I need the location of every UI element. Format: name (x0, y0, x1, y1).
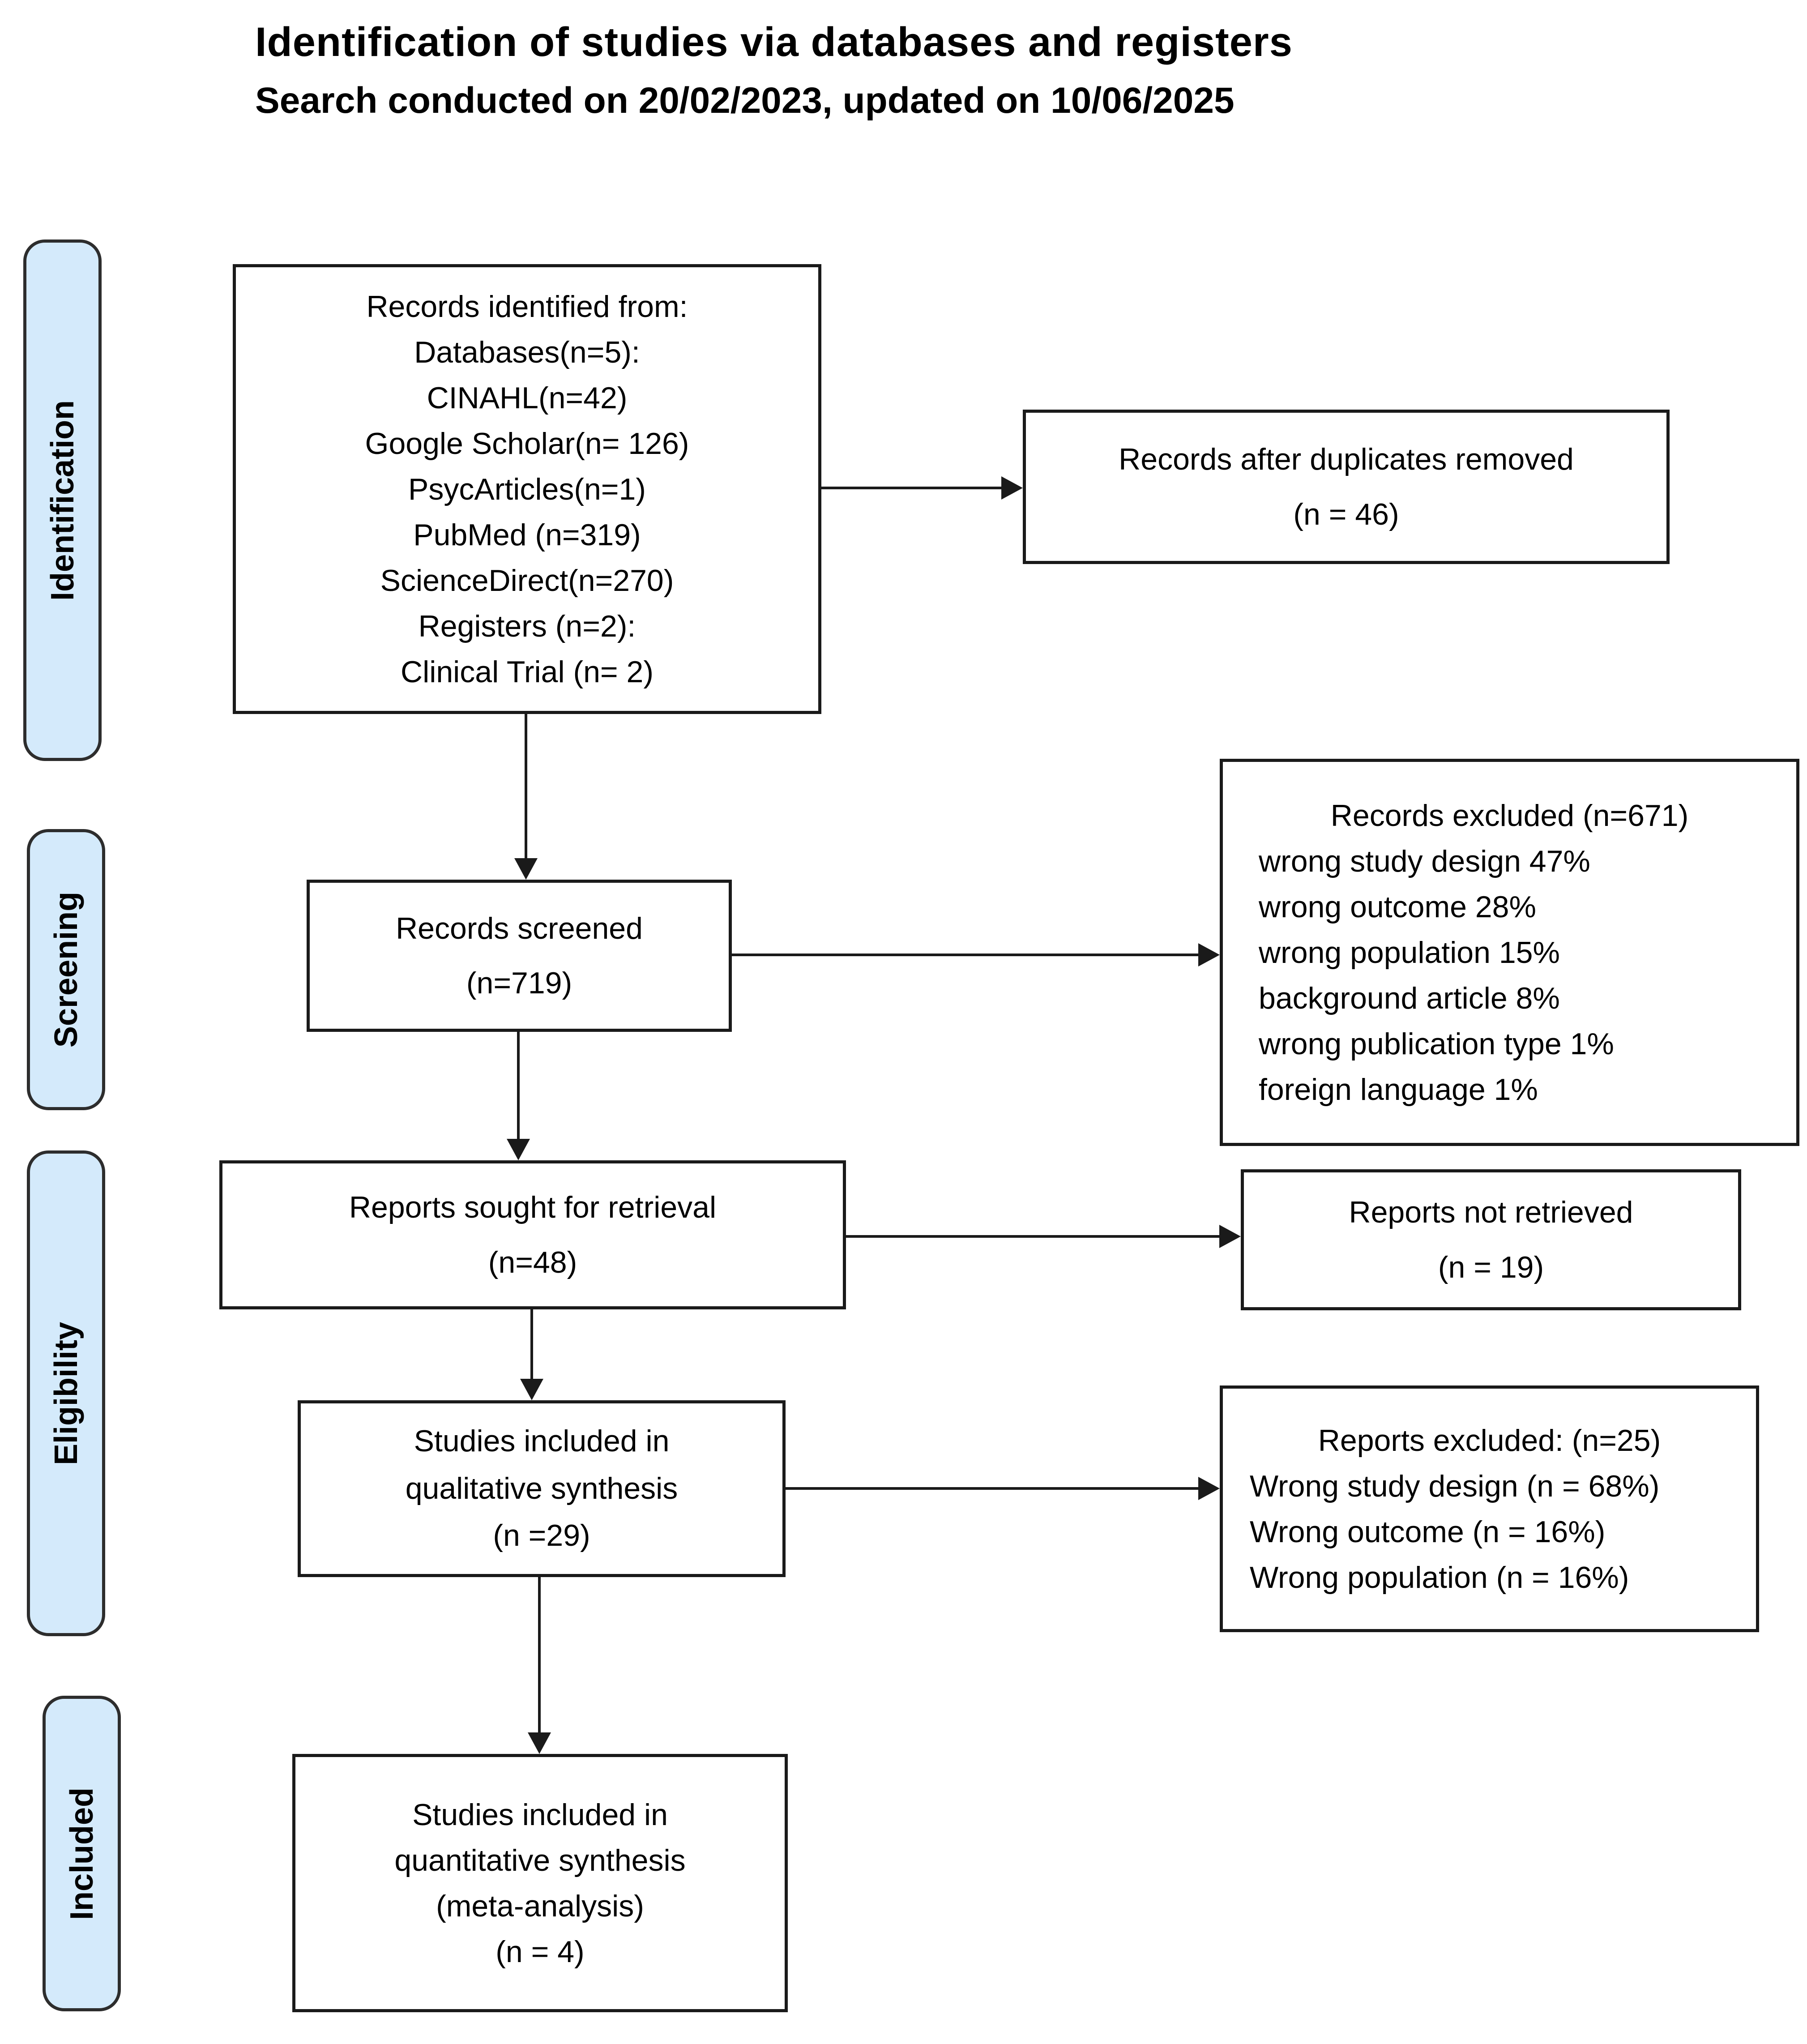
box-line: Google Scholar(n= 126) (365, 426, 689, 461)
stage-label-text: Screening (48, 891, 84, 1048)
arrowhead-right-icon (1198, 1477, 1220, 1500)
box-line: Reports not retrieved (1349, 1195, 1633, 1230)
box-line: (n=48) (488, 1245, 577, 1279)
box-quantitative-synthesis: Studies included in quantitative synthes… (292, 1754, 788, 2012)
box-line: Clinical Trial (n= 2) (401, 654, 654, 689)
box-line: (n = 19) (1438, 1250, 1544, 1284)
box-line: ScienceDirect(n=270) (380, 563, 674, 598)
arrow-line (530, 1309, 533, 1381)
stage-label-text: Identification (44, 400, 81, 601)
exclusion-reason: Wrong outcome (n = 16%) (1250, 1514, 1606, 1549)
box-reports-sought: Reports sought for retrieval (n=48) (219, 1160, 846, 1309)
diagram-subtitle: Search conducted on 20/02/2023, updated … (255, 80, 1235, 121)
box-line: Studies included in (412, 1797, 668, 1832)
box-line: (n = 46) (1293, 497, 1399, 531)
arrow-line (538, 1576, 541, 1735)
stage-label-included: Included (43, 1696, 121, 2011)
box-line: qualitative synthesis (405, 1471, 678, 1505)
stage-label-identification: Identification (23, 239, 102, 761)
arrowhead-down-icon (514, 858, 538, 880)
arrow-line (846, 1235, 1222, 1238)
box-line: Studies included in (414, 1424, 670, 1458)
box-records-excluded: Records excluded (n=671) wrong study des… (1220, 759, 1799, 1146)
arrowhead-right-icon (1001, 476, 1023, 500)
arrowhead-right-icon (1198, 943, 1220, 966)
box-line: quantitative synthesis (394, 1843, 686, 1877)
arrow-line (517, 1031, 520, 1142)
exclusion-reason: wrong study design 47% (1259, 844, 1590, 878)
box-line: Records identified from: (366, 289, 688, 324)
arrow-line (786, 1487, 1201, 1490)
box-records-identified: Records identified from: Databases(n=5):… (233, 264, 821, 714)
stage-label-text: Included (64, 1787, 100, 1920)
box-title: Records excluded (n=671) (1330, 798, 1689, 833)
box-duplicates-removed: Records after duplicates removed (n = 46… (1023, 410, 1670, 564)
exclusion-reason: Wrong study design (n = 68%) (1250, 1469, 1660, 1503)
exclusion-reason: foreign language 1% (1259, 1072, 1538, 1107)
box-qualitative-synthesis: Studies included in qualitative synthesi… (298, 1400, 786, 1577)
box-line: Records after duplicates removed (1119, 442, 1574, 477)
box-line: (n = 4) (496, 1934, 585, 1969)
exclusion-reason: background article 8% (1259, 981, 1560, 1015)
box-line: Databases(n=5): (414, 335, 640, 369)
box-line: Records screened (396, 911, 643, 945)
exclusion-reason: Wrong population (n = 16%) (1250, 1560, 1629, 1595)
arrowhead-right-icon (1219, 1225, 1241, 1248)
exclusion-reason: wrong publication type 1% (1259, 1026, 1614, 1061)
exclusion-reason: wrong outcome 28% (1259, 889, 1536, 924)
arrow-line (525, 714, 527, 861)
box-line: PsycArticles(n=1) (408, 472, 646, 506)
box-line: Reports sought for retrieval (349, 1190, 717, 1225)
box-line: PubMed (n=319) (413, 517, 641, 552)
arrow-line (821, 487, 1004, 489)
box-line: (n =29) (493, 1518, 590, 1553)
arrowhead-down-icon (520, 1379, 543, 1400)
box-reports-excluded: Reports excluded: (n=25) Wrong study des… (1220, 1385, 1759, 1632)
stage-label-screening: Screening (27, 829, 105, 1110)
box-records-screened: Records screened (n=719) (307, 880, 732, 1032)
box-line: CINAHL(n=42) (427, 381, 628, 415)
exclusion-reason: wrong population 15% (1259, 935, 1560, 970)
arrow-line (732, 954, 1201, 956)
box-line: Registers (n=2): (418, 609, 636, 643)
arrowhead-down-icon (507, 1139, 530, 1160)
box-reports-not-retrieved: Reports not retrieved (n = 19) (1241, 1169, 1741, 1310)
stage-label-eligibility: Eligibility (27, 1150, 105, 1636)
diagram-title: Identification of studies via databases … (255, 19, 1293, 65)
box-title: Reports excluded: (n=25) (1318, 1423, 1661, 1458)
stage-label-text: Eligibility (48, 1321, 84, 1465)
box-line: (n=719) (466, 966, 572, 1000)
box-line: (meta-analysis) (436, 1889, 644, 1923)
arrowhead-down-icon (528, 1732, 551, 1754)
